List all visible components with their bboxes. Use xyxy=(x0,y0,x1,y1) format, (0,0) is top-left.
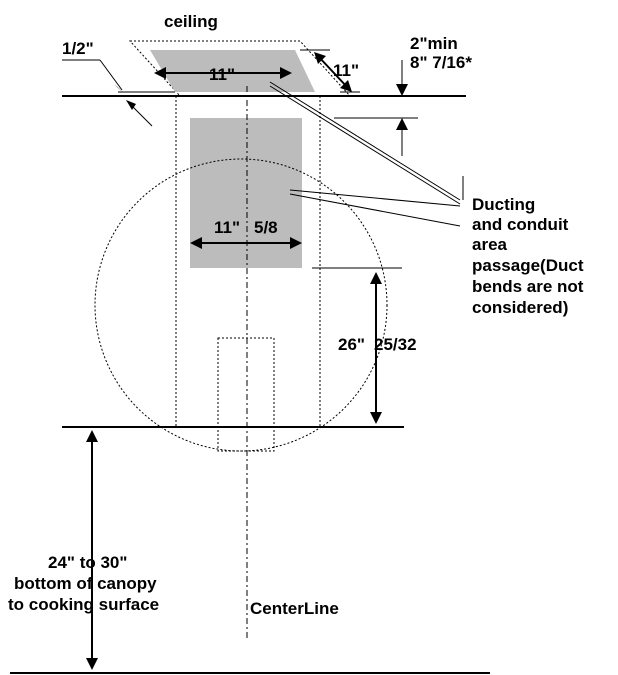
duct-width-label-b: 5/8 xyxy=(254,218,278,237)
half-inch-leader-diag xyxy=(99,59,123,91)
duct-passage-area xyxy=(190,118,302,268)
half-inch-label: 1/2" xyxy=(62,39,94,58)
height-arrow-bottom xyxy=(370,412,382,424)
duct-width-arrow-right xyxy=(290,237,302,249)
ducting-label-line-4: passage(Duct xyxy=(472,256,584,275)
blower-outline xyxy=(217,337,275,452)
ducting-label-line-5: bends are not xyxy=(472,277,584,296)
top-depth-arrow-bottom xyxy=(340,80,352,92)
height-label-b: 25/32 xyxy=(374,335,417,354)
height-label-a: 26" xyxy=(338,335,365,354)
mount-label-line-2: bottom of canopy xyxy=(14,574,157,593)
two-min-arrow xyxy=(396,84,408,96)
centerline-label: CenterLine xyxy=(250,599,339,618)
callout-line-3 xyxy=(289,189,461,207)
top-depth-dim xyxy=(317,55,349,89)
half-inch-arrow-bottom xyxy=(126,100,136,110)
duct-top-arrow xyxy=(396,118,408,130)
mount-arrow-bottom xyxy=(86,658,98,670)
half-inch-arrow-top xyxy=(114,84,124,93)
ducting-label-line-2: and conduit xyxy=(472,215,569,234)
callout-line-1 xyxy=(269,81,461,201)
callout-line-4 xyxy=(289,193,461,227)
top-width-arrow-left xyxy=(154,67,166,79)
top-depth-arrow-top xyxy=(314,52,326,64)
duct-width-label-a: 11" xyxy=(214,218,240,237)
ceiling-opening-shade xyxy=(150,50,315,92)
eight-716-label: 8" 7/16* xyxy=(410,53,472,72)
duct-width-arrow-left xyxy=(190,237,202,249)
top-width-arrow-right xyxy=(280,67,292,79)
callout-line-2 xyxy=(269,85,461,205)
two-min-label: 2"min xyxy=(410,34,458,53)
ducting-label-line-1: Ducting xyxy=(472,195,535,214)
ducting-label-line-6: considered) xyxy=(472,298,568,317)
top-depth-label: 11" xyxy=(333,61,359,80)
top-width-label: 11" xyxy=(209,65,235,84)
ducting-label-line-3: area xyxy=(472,235,508,254)
height-arrow-top xyxy=(370,272,382,284)
ceiling-label: ceiling xyxy=(164,12,218,31)
mount-label-line-3: to cooking surface xyxy=(8,595,159,614)
mount-arrow-top xyxy=(86,430,98,442)
mount-label-line-1: 24" to 30" xyxy=(48,553,127,572)
